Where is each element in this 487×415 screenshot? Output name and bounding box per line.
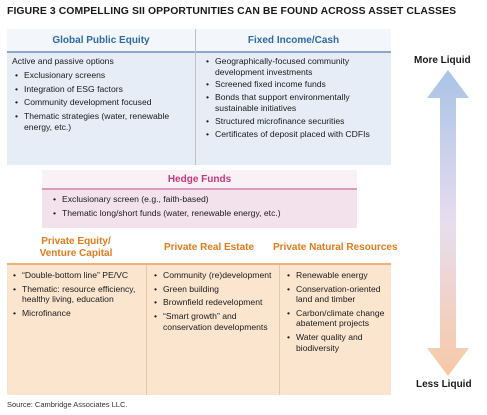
list-item: •Screened fixed income funds (206, 79, 326, 90)
list-item: •Microfinance (13, 307, 71, 318)
list-item: •Community (re)development (154, 270, 272, 280)
bullet-icon: • (287, 283, 291, 294)
list-item: •Brownfield redevelopment (154, 297, 263, 308)
list-item: •Renewable energy (287, 270, 368, 280)
bullet-icon: • (206, 56, 210, 66)
list-item: •Thematic strategies (water, renewable e… (15, 111, 170, 132)
figure-title: FIGURE 3 COMPELLING SII OPPORTUNITIES CA… (7, 6, 457, 17)
global-public-equity-title: Global Public Equity (52, 35, 150, 46)
private-equity-list: •“Double-bottom line” PE/VC •Thematic: r… (12, 270, 142, 322)
hedge-funds-header-rule (42, 188, 357, 190)
list-item: •Conservation-oriented land and timber (287, 283, 381, 305)
list-item: •Structured microfinance securities (206, 115, 345, 126)
bullet-icon: • (154, 297, 158, 308)
list-item: •“Smart growth” and conservation develop… (154, 311, 268, 332)
fixed-income-list: •Geographically-focused community develo… (205, 56, 385, 141)
bullet-icon: • (206, 115, 210, 126)
bullet-icon: • (13, 270, 17, 280)
list-item: •Carbon/climate change abatement project… (287, 307, 385, 329)
private-natural-resources-title: Private Natural Resources (273, 242, 398, 253)
bullet-icon: • (154, 311, 158, 322)
fixed-income-title: Fixed Income/Cash (247, 35, 340, 46)
list-item: •Thematic long/short funds (water, renew… (53, 207, 281, 218)
hedge-funds-title: Hedge Funds (167, 174, 232, 185)
less-liquid-label: Less Liquid (416, 379, 472, 390)
bullet-icon: • (53, 194, 57, 204)
bullet-icon: • (15, 97, 19, 108)
hedge-funds-section (42, 190, 357, 228)
hedge-funds-header-band (42, 170, 357, 188)
source-note: Source: Cambridge Associates LLC. (7, 400, 128, 409)
private-equity-title-line2: Venture Capital (39, 248, 113, 259)
private-real-estate-title: Private Real Estate (163, 242, 255, 253)
list-item: •Certificates of deposit placed with CDF… (206, 128, 370, 139)
private-markets-divider-1 (146, 265, 147, 395)
list-item: •Green building (154, 283, 219, 294)
bullet-icon: • (154, 283, 158, 294)
bullet-icon: • (206, 92, 210, 103)
bullet-icon: • (287, 307, 291, 318)
private-real-estate-list: •Community (re)development •Green buildi… (153, 270, 277, 335)
bullet-icon: • (15, 83, 19, 94)
list-item: •Exclusionary screens (15, 70, 106, 80)
private-equity-title-line1: Private Equity/ (41, 236, 111, 247)
list-item: •Exclusionary screen (e.g., faith-based) (53, 194, 209, 204)
global-public-equity-list: •Exclusionary screens •Integration of ES… (14, 70, 192, 135)
public-markets-header-band (7, 29, 391, 51)
public-markets-header-rule (7, 51, 391, 53)
list-item: •Integration of ESG factors (15, 83, 123, 94)
private-equity-title: Private Equity/ Venture Capital (7, 236, 145, 260)
list-item: •Geographically-focused community develo… (206, 56, 350, 77)
bullet-icon: • (287, 270, 291, 280)
bullet-icon: • (15, 111, 19, 122)
global-public-equity-intro: Active and passive options (12, 56, 114, 66)
bullet-icon: • (13, 283, 17, 294)
public-markets-divider (195, 29, 196, 165)
list-item: •“Double-bottom line” PE/VC (13, 270, 129, 280)
liquidity-double-arrow-icon (427, 70, 469, 376)
bullet-icon: • (15, 70, 19, 80)
bullet-icon: • (13, 307, 17, 318)
private-markets-header-rule (7, 263, 391, 265)
private-markets-section (7, 265, 391, 395)
bullet-icon: • (287, 332, 291, 343)
private-natural-resources-list: •Renewable energy •Conservation-oriented… (286, 270, 388, 356)
bullet-icon: • (53, 207, 57, 218)
list-item: •Community development focused (15, 97, 152, 108)
more-liquid-label: More Liquid (414, 55, 471, 66)
list-item: •Water quality and biodiversity (287, 332, 363, 353)
bullet-icon: • (206, 79, 210, 90)
private-markets-divider-2 (279, 265, 280, 395)
list-item: •Bonds that support environmentally sust… (206, 92, 350, 113)
hedge-funds-list: •Exclusionary screen (e.g., faith-based)… (52, 194, 352, 221)
bullet-icon: • (206, 128, 210, 139)
bullet-icon: • (154, 270, 158, 280)
list-item: •Thematic: resource efficiency, healthy … (13, 283, 136, 305)
